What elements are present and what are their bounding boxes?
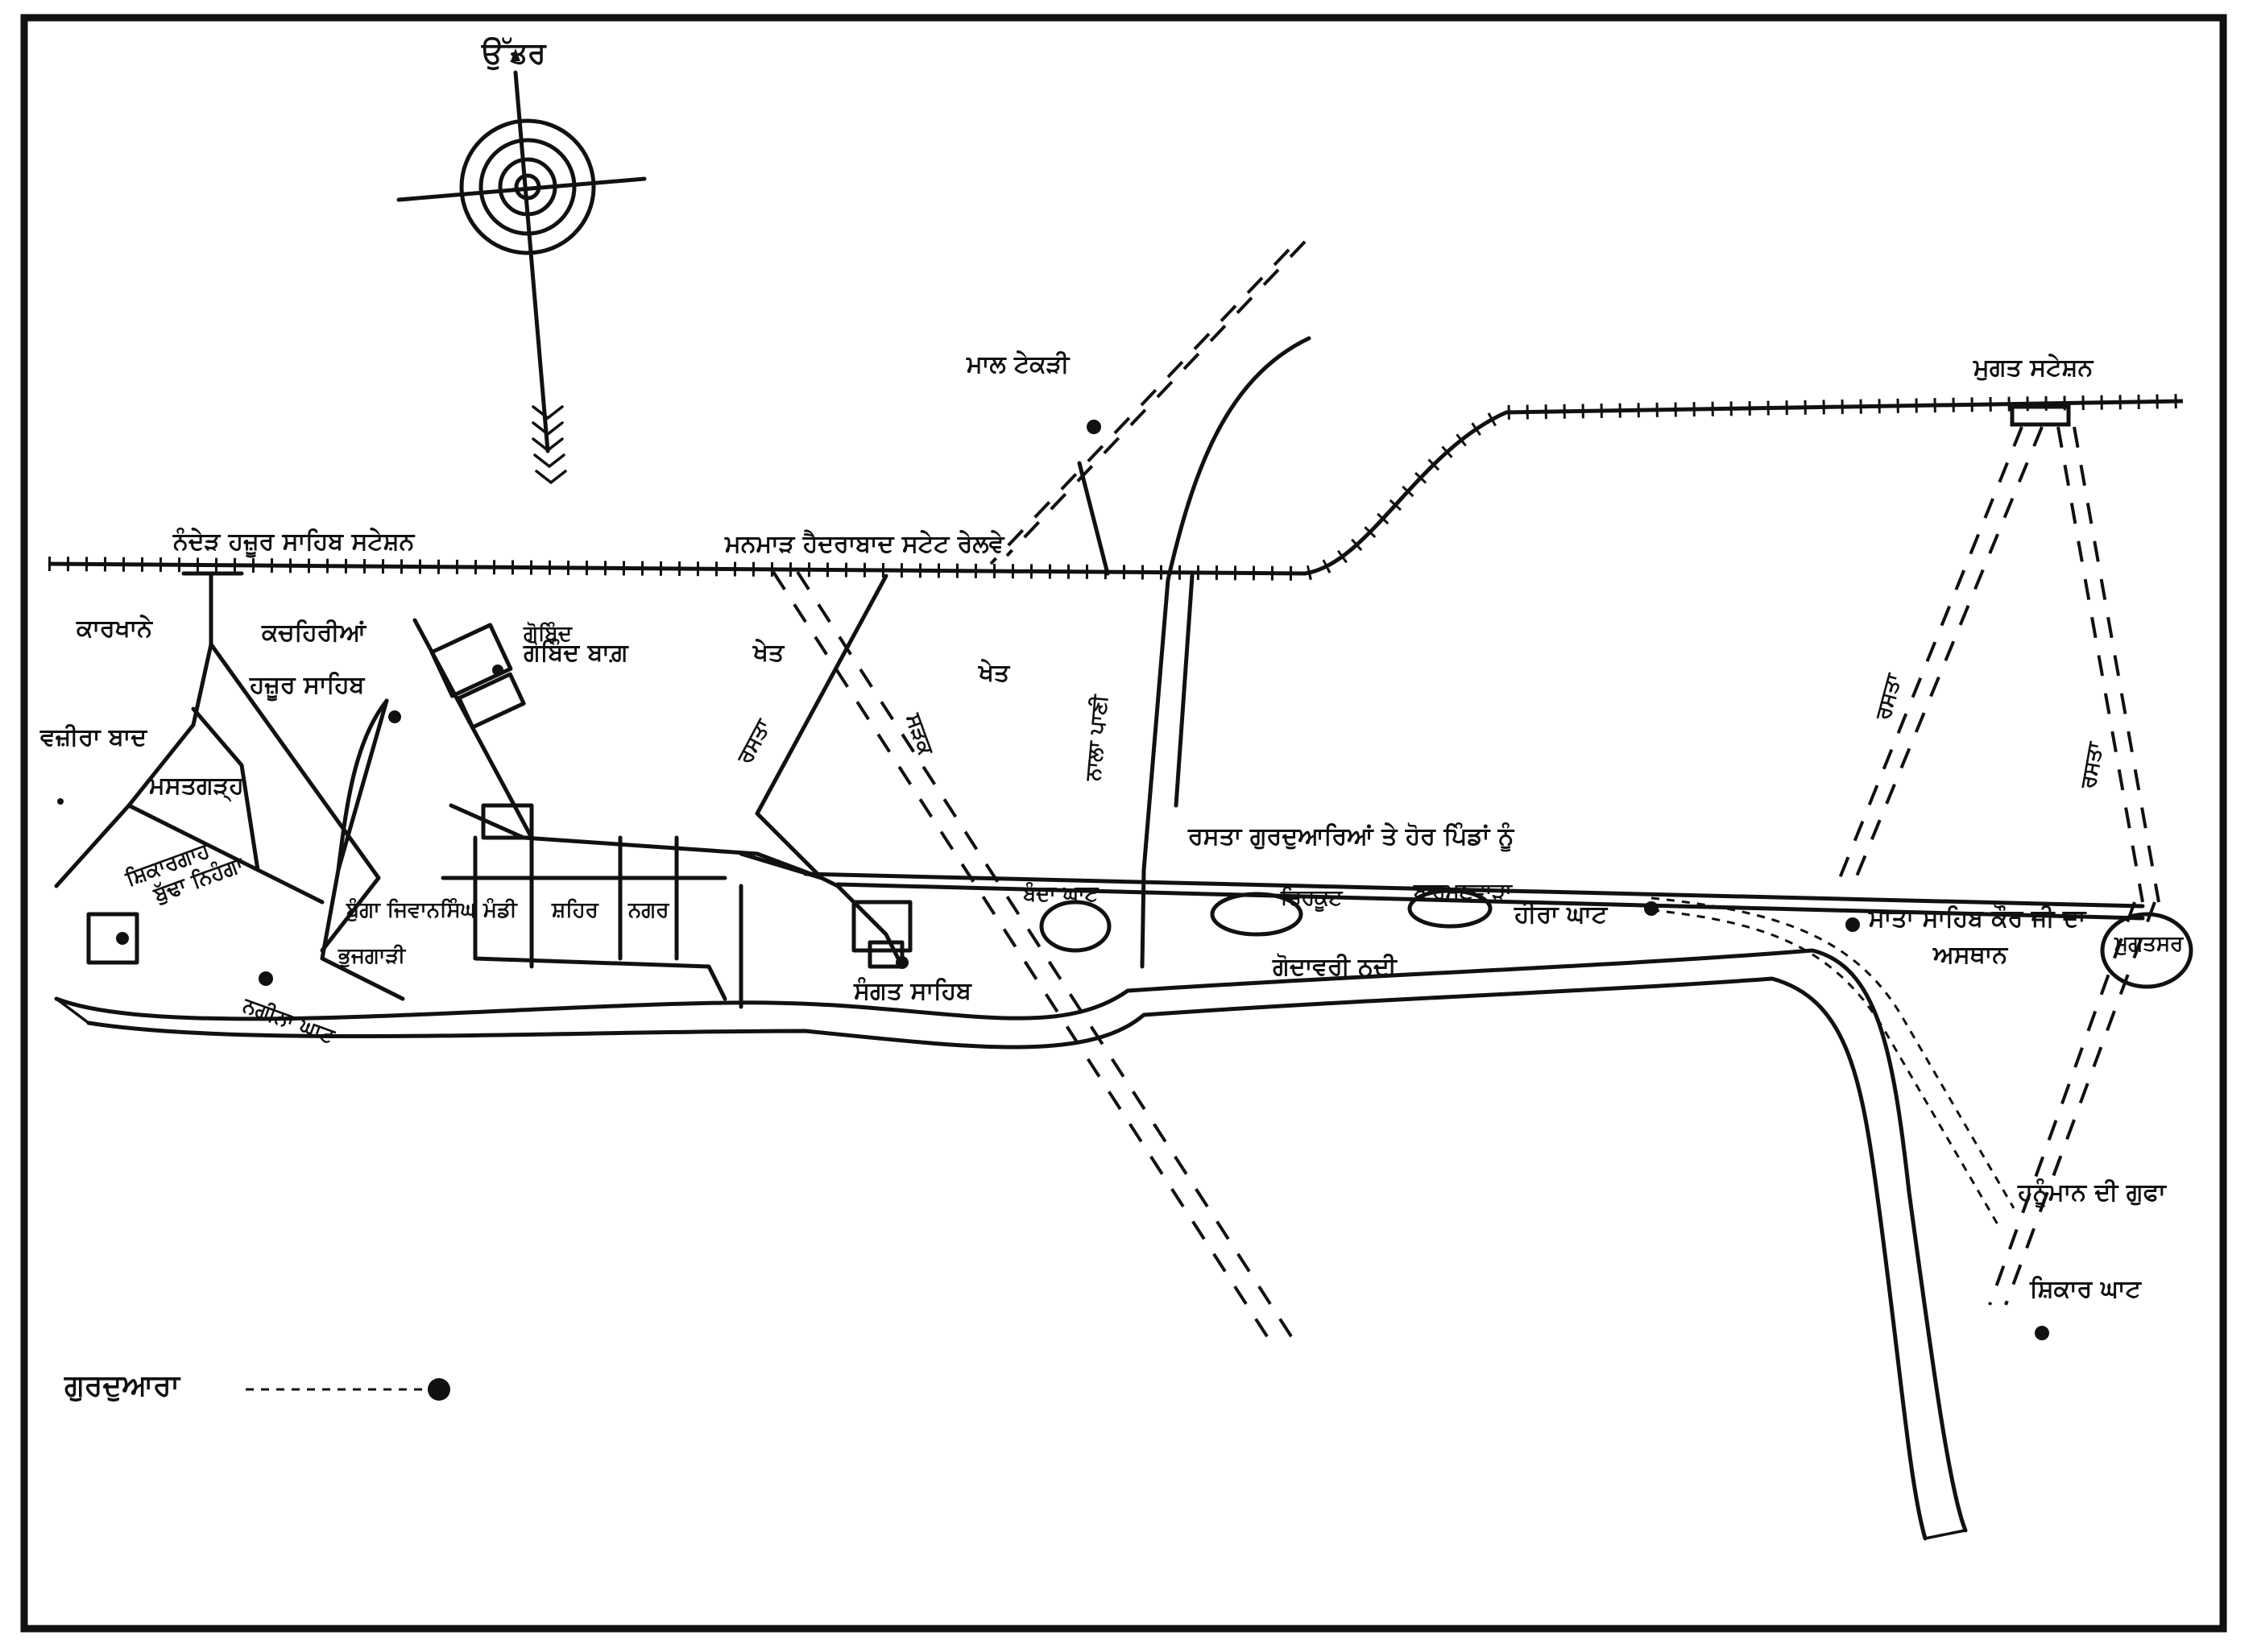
label-bahmanwara: ਬਾਹਮਣਵਾੜਾ bbox=[1413, 880, 1513, 904]
nala-channel bbox=[1140, 336, 1311, 969]
railway-line bbox=[48, 394, 2184, 582]
label-shikar-ghat: ਸ਼ਿਕਾਰ ਘਾਟ bbox=[2029, 1275, 2143, 1303]
dashed-road-mugat-2 bbox=[2056, 426, 2144, 903]
label-railway: ਮਨਮਾੜ ਹੈਦਰਾਬਾਦ ਸਟੇਟ ਰੇਲਵੇ bbox=[724, 529, 1005, 558]
north-label: ਉੱਤਰ bbox=[481, 37, 547, 71]
label-hira-ghat: ਹੀਰਾ ਘਾਟ bbox=[1514, 901, 1609, 929]
dashed-track-tekri bbox=[1005, 240, 1307, 557]
label-nagar: ਨਗਰ bbox=[627, 898, 669, 922]
pond-bahmanwara bbox=[1407, 888, 1493, 929]
label-rasta-2: ਰਸਤਾ bbox=[1871, 670, 1907, 723]
legend-gurdwara-label: ਗੁਰਦੁਆਰਾ bbox=[64, 1369, 181, 1402]
godavari-river bbox=[54, 948, 1968, 1533]
label-hazur-sahib: ਹਜ਼ੂਰ ਸਾਹਿਬ bbox=[249, 671, 366, 702]
label-mandi: ਮੰਡੀ bbox=[482, 897, 518, 922]
label-khet-1: ਖੇਤ bbox=[752, 639, 785, 667]
dashed-road-sadak bbox=[772, 570, 1274, 1347]
label-nala: ਨਾਲਾ ਪਾਣੀ bbox=[1080, 693, 1112, 782]
label-mal-tekri: ਮਾਲ ਟੇਕੜੀ bbox=[966, 350, 1071, 379]
legend: ਗੁਰਦੁਆਰਾ bbox=[64, 1369, 450, 1402]
label-khet-2: ਖੇਤ bbox=[978, 659, 1011, 687]
dashed-path-ghat bbox=[1650, 896, 2015, 1209]
label-rasta-gurdwarian: ਰਸਤਾ ਗੁਰਦੁਆਰਿਆਂ ਤੇ ਹੋਰ ਪਿੰਡਾਂ ਨੂੰ bbox=[1187, 822, 1515, 852]
label-sadak: ਸੜਕ bbox=[901, 710, 938, 759]
block-gobind-bagh-1 bbox=[429, 623, 513, 698]
pond-banda bbox=[1039, 900, 1112, 953]
pond-chirkut bbox=[1210, 892, 1303, 937]
label-gobind-bagh: ਗੋਬਿੰਦ ਬਾਗ਼ bbox=[523, 639, 629, 667]
legend-gurdwara-dot bbox=[428, 1378, 450, 1401]
label-mata-sahib: ਮਾਤਾ ਸਾਹਿਬ ਕੌਰ ਜੀ ਦਾ bbox=[1868, 904, 2087, 933]
label-kachehriaan: ਕਚਹਿਰੀਆਂ bbox=[261, 619, 367, 647]
label-sangat-sahib: ਸੰਗਤ ਸਾਹਿਬ bbox=[853, 977, 972, 1005]
label-nanded-station: ਨੰਦੇੜ ਹਜ਼ੂਰ ਸਾਹਿਬ ਸਟੇਸ਼ਨ bbox=[172, 528, 416, 558]
label-karkhane: ਕਾਰਖਾਨੇ bbox=[76, 615, 153, 643]
label-mugat-station: ਮੁਗਤ ਸਟੇਸ਼ਨ bbox=[1973, 354, 2094, 382]
dashed-road-mugat-1 bbox=[1835, 426, 2023, 887]
label-rasta-3: ਰਸਤਾ bbox=[2076, 739, 2108, 791]
label-asthan: ਅਸਥਾਨ bbox=[1932, 941, 2008, 969]
pond-mugatsar bbox=[2100, 912, 2193, 989]
compass-rose bbox=[396, 48, 647, 485]
gurdwara-markers bbox=[57, 420, 2049, 1340]
label-banda-ghat: ਬੰਦਾ ਘਾਟ bbox=[1022, 881, 1100, 906]
label-godavari: ਗੋਦਾਵਰੀ ਨਦੀ bbox=[1272, 953, 1398, 981]
label-chirkut: ਚਿਰਕੂਟ bbox=[1280, 885, 1344, 913]
label-gobind-bagh-small: ਗੋਬਿੰਦ bbox=[523, 621, 574, 646]
label-hanuman-gufa: ਹਨੂੰਮਾਨ ਦੀ ਗੁਫਾ bbox=[2017, 1178, 2167, 1208]
label-bhujgari: ਭੁਜਗਾੜੀ bbox=[338, 943, 406, 968]
label-shehar: ਸ਼ਹਿਰ bbox=[551, 897, 599, 922]
label-wazirabad: ਵਜ਼ੀਰਾ ਬਾਦ bbox=[39, 723, 147, 751]
nanded-station-marker bbox=[181, 571, 244, 647]
main-road-east bbox=[803, 872, 2145, 909]
label-mugatsar: ਮੁਗਤਸਰ bbox=[2114, 932, 2184, 956]
label-rasta-1: ਰਸਤਾ bbox=[732, 714, 777, 768]
label-bunga: ਬੁੰਗਾ ਜਿਵਾਨਸਿੰਘ bbox=[346, 897, 478, 922]
label-mastgarh: ਮਸਤਗੜ੍ਹ bbox=[148, 772, 245, 802]
map-border bbox=[20, 14, 2227, 1633]
label-nagina-ghat: ਨਗੀਨਾ ਘਾਟ bbox=[239, 992, 339, 1049]
